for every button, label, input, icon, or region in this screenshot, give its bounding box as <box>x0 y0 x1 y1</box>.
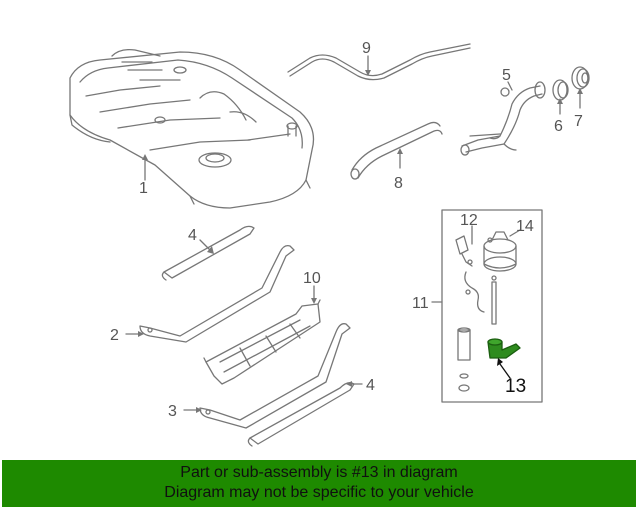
callout-9: 9 <box>362 40 371 57</box>
arrow-4a <box>207 246 214 254</box>
leader-line-14 <box>509 229 521 237</box>
callout-1: 1 <box>139 180 148 197</box>
arrow-13 <box>497 358 503 366</box>
fuel-cap-part <box>571 66 590 90</box>
tank-strap-3-part <box>199 323 351 429</box>
info-banner: Part or sub-assembly is #13 in diagram D… <box>2 460 636 507</box>
callout-14: 14 <box>516 218 534 235</box>
arrow-4b <box>346 381 352 387</box>
arrow-10 <box>311 298 317 304</box>
tank-strap-2-part <box>139 244 295 343</box>
arrow-2 <box>138 331 144 337</box>
arrow-3 <box>196 407 202 413</box>
vent-hose-part <box>287 43 471 81</box>
callout-5: 5 <box>502 67 511 84</box>
heat-shield-part <box>203 299 321 385</box>
tank-strap-upper-part <box>161 225 255 281</box>
fuel-pressure-regulator-part-13 <box>487 338 521 359</box>
callout-3: 3 <box>168 403 177 420</box>
callout-7: 7 <box>574 113 583 130</box>
banner-line-2: Diagram may not be specific to your vehi… <box>164 484 474 501</box>
arrow-9 <box>365 70 371 76</box>
callout-13: 13 <box>505 376 526 397</box>
fuel-tank-part <box>69 48 315 209</box>
fuel-pump-assembly-box <box>441 209 543 403</box>
arrow-8 <box>397 148 403 154</box>
callout-12: 12 <box>460 212 478 229</box>
callout-4a: 4 <box>188 227 197 244</box>
leader-line-5 <box>507 81 513 91</box>
callout-8: 8 <box>394 175 403 192</box>
wire-harness-part <box>464 271 485 313</box>
filler-hose-part <box>350 121 443 180</box>
arrow-6 <box>557 98 563 104</box>
callout-2: 2 <box>110 327 119 344</box>
callout-4b: 4 <box>366 377 375 394</box>
callout-6: 6 <box>554 118 563 135</box>
filler-gasket-part <box>552 79 569 101</box>
callout-10: 10 <box>303 270 321 287</box>
arrow-7 <box>577 88 583 94</box>
fuel-pump-part <box>457 327 471 392</box>
leader-line-4a <box>199 239 211 251</box>
fuel-strainer-part <box>491 275 497 325</box>
arrow-1 <box>142 154 148 160</box>
leader-line-13 <box>499 363 511 379</box>
pump-module-part <box>483 231 517 272</box>
tank-strap-lower-part <box>247 382 355 447</box>
filler-neck-part <box>460 81 546 156</box>
banner-line-1: Part or sub-assembly is #13 in diagram <box>180 464 458 481</box>
callout-11: 11 <box>412 295 429 312</box>
sender-unit-part <box>455 235 473 267</box>
